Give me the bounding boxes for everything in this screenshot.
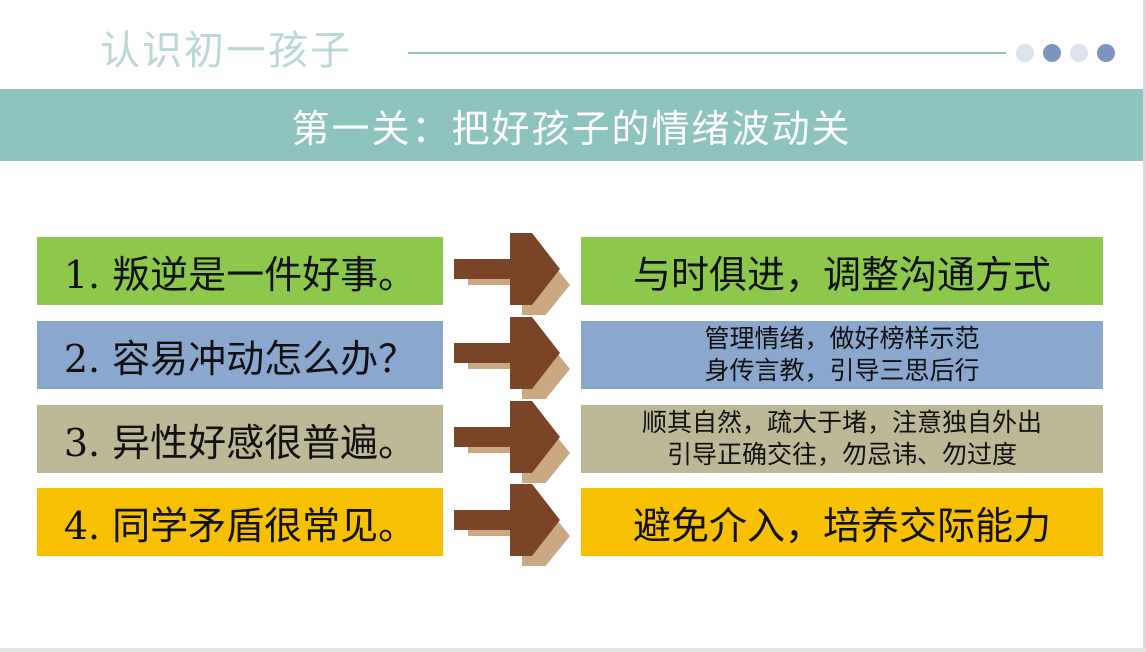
header-dot <box>1043 44 1061 62</box>
question-box-2: 2. 容易冲动怎么办？ <box>37 321 443 389</box>
answer-box-3: 顺其自然，疏大于堵，注意独自外出 引导正确交往，勿忌讳、勿过度 <box>581 405 1103 473</box>
answer-text-2-line-1: 管理情绪，做好榜样示范 <box>704 324 980 353</box>
banner-title: 第一关：把好孩子的情绪波动关 <box>291 106 852 151</box>
question-box-3: 3. 异性好感很普遍。 <box>37 405 443 473</box>
arrow-right-icon <box>454 401 570 483</box>
arrow-body <box>454 484 560 556</box>
question-box-1: 1. 叛逆是一件好事。 <box>37 237 443 305</box>
answer-text-2-line-2: 身传言教，引导三思后行 <box>704 356 980 385</box>
answer-box-4: 避免介入，培养交际能力 <box>581 488 1103 556</box>
answer-text-4: 避免介入，培养交际能力 <box>632 503 1051 548</box>
header-divider-line <box>408 52 1006 54</box>
answer-text-3-line-2: 引导正确交往，勿忌讳、勿过度 <box>666 440 1017 469</box>
question-text-3: 3. 异性好感很普遍。 <box>63 420 417 465</box>
answer-box-1: 与时俱进，调整沟通方式 <box>581 237 1103 305</box>
question-text-1: 1. 叛逆是一件好事。 <box>63 252 417 297</box>
arrow-right-icon <box>454 484 570 566</box>
section-banner: 第一关：把好孩子的情绪波动关 <box>0 89 1143 161</box>
question-text-4: 4. 同学矛盾很常见。 <box>63 503 417 548</box>
slide-edge-bottom <box>0 648 1146 652</box>
question-text-2: 2. 容易冲动怎么办？ <box>63 336 417 381</box>
answer-box-2: 管理情绪，做好榜样示范 身传言教，引导三思后行 <box>581 321 1103 389</box>
answer-text-3-line-1: 顺其自然，疏大于堵，注意独自外出 <box>641 408 1042 437</box>
arrow-right-icon <box>454 233 570 315</box>
answer-text-1: 与时俱进，调整沟通方式 <box>632 252 1051 297</box>
arrow-body <box>454 401 560 473</box>
slide-edge-right <box>1143 0 1146 652</box>
question-box-4: 4. 同学矛盾很常见。 <box>37 488 443 556</box>
arrow-body <box>454 233 560 305</box>
arrow-body <box>454 317 560 389</box>
header-dot <box>1016 44 1034 62</box>
header-dot <box>1070 44 1088 62</box>
header-dot <box>1097 44 1115 62</box>
header-title: 认识初一孩子 <box>100 28 352 74</box>
arrow-right-icon <box>454 317 570 399</box>
